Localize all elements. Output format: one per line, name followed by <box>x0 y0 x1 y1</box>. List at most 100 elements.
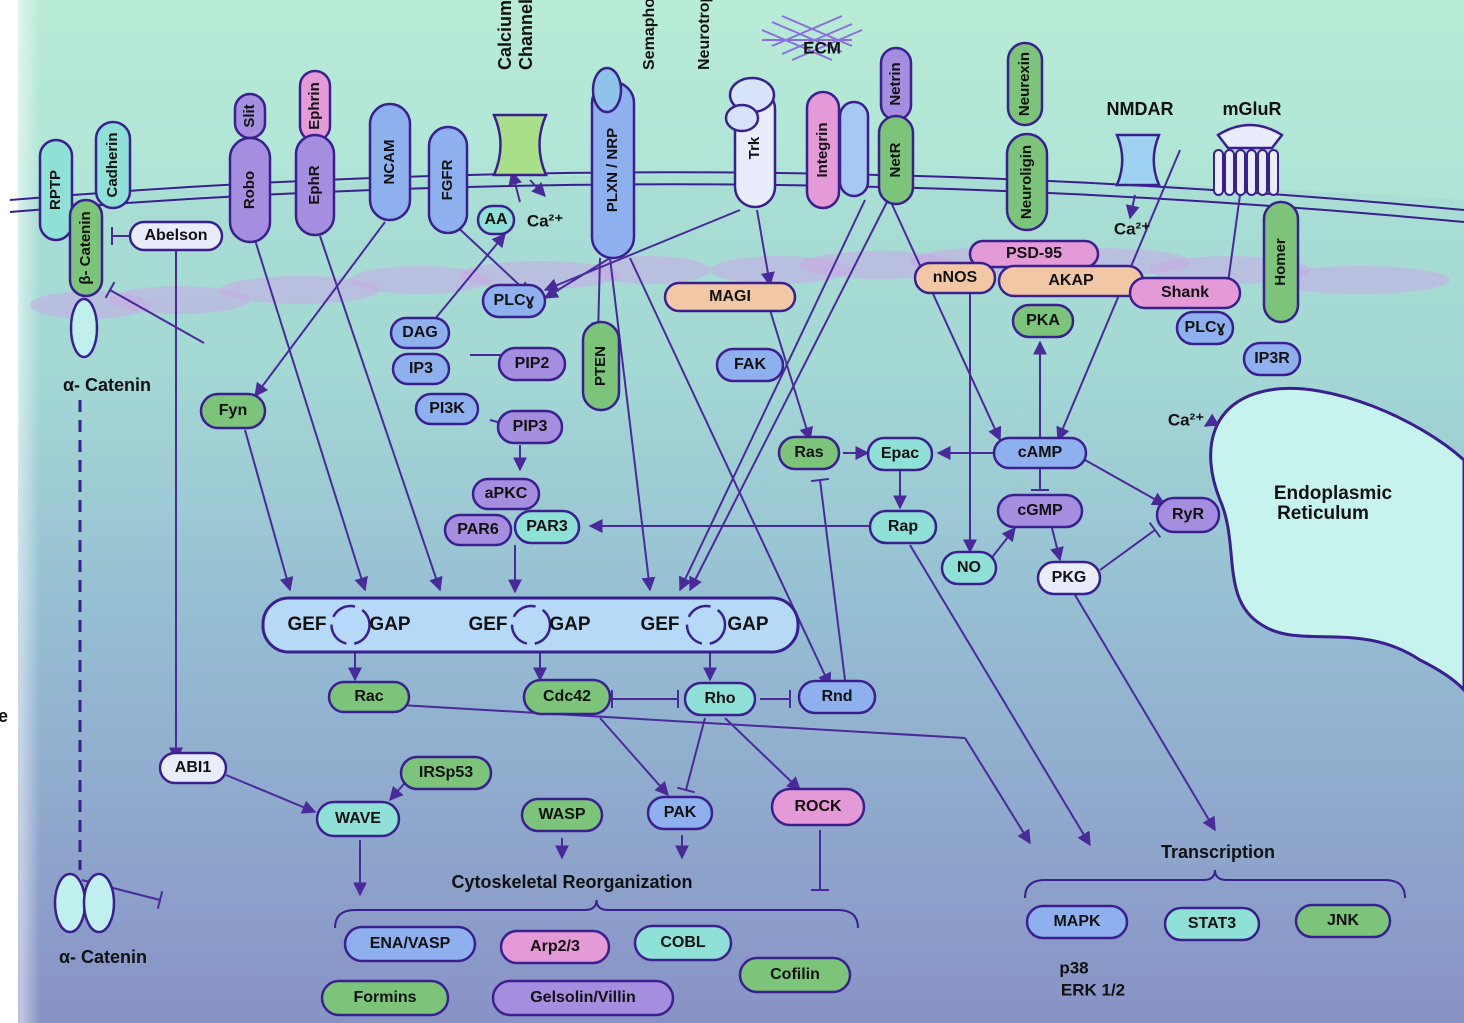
node-ncam: NCAM <box>368 102 412 222</box>
endoplasmic-reticulum <box>1209 387 1464 693</box>
calcium-channel-glyph <box>492 113 548 177</box>
node-shape <box>868 509 938 545</box>
pathway-edge <box>319 235 443 592</box>
node-camp: cAMP <box>992 436 1088 470</box>
node-label: PKG <box>1052 569 1087 586</box>
node-label: PI3K <box>429 400 465 417</box>
node-pip3: PIP3 <box>496 409 564 445</box>
node-label: NO <box>957 559 981 576</box>
node-cgmp: cGMP <box>996 493 1084 529</box>
node-shape <box>94 120 132 210</box>
node-irsp53: IRSp53 <box>399 755 493 791</box>
node-label: PLXN / NRP <box>604 128 621 212</box>
pathway-edge <box>599 717 669 797</box>
node-label: RPTP <box>47 170 64 210</box>
node-label: Shank <box>1161 284 1209 301</box>
node-shape <box>513 509 581 545</box>
node-label: Rnd <box>821 688 852 705</box>
node-rock: ROCK <box>770 787 866 827</box>
node-shape <box>683 681 757 717</box>
alpha-catenin-bottom-shape-1 <box>53 872 87 934</box>
node-label: Cdc42 <box>543 688 591 705</box>
node-shape <box>1175 310 1235 346</box>
node-shape <box>499 929 611 965</box>
label-edge-letter: e <box>0 706 8 726</box>
pathway-edge <box>609 257 656 592</box>
node-label: PAR6 <box>457 521 499 538</box>
node-label: PIP2 <box>515 355 550 372</box>
node-label: PAK <box>664 804 697 821</box>
node-shape <box>913 261 997 295</box>
node-pip2: PIP2 <box>497 346 567 382</box>
label-cytoskeletal: Cytoskeletal Reorganization <box>451 872 692 892</box>
node-fgfr: FGFR <box>427 125 469 235</box>
pathway-edge <box>254 239 368 592</box>
node-netr: NetR <box>877 114 915 206</box>
node-neurexin: Neurexin <box>1006 41 1044 127</box>
node-shape <box>481 283 547 319</box>
node-plcg2: PLCɣ <box>1175 310 1235 346</box>
plasma-membrane-inner <box>9 183 1464 223</box>
node-label: IP3R <box>1254 350 1290 367</box>
node-shape <box>797 679 877 715</box>
label-neurotrophin: Neurotrophin <box>696 0 713 70</box>
node-par3: PAR3 <box>513 509 581 545</box>
pathway-edge <box>1203 413 1220 427</box>
node-label: cGMP <box>1017 502 1063 519</box>
node-shape <box>294 133 336 237</box>
node-psd95: PSD-95 <box>968 239 1100 269</box>
label-p38: p38 <box>1059 958 1088 977</box>
inhibition-bar <box>1148 522 1162 538</box>
node-shape <box>940 550 998 586</box>
label-ecm: ECM <box>803 38 841 57</box>
node-label: ROCK <box>794 798 842 815</box>
node-label: Rac <box>354 688 383 705</box>
inhibition-bar <box>156 891 164 909</box>
pathway-edge <box>399 704 966 739</box>
alpha-catenin-top-shape <box>69 297 99 359</box>
node-shape <box>992 436 1088 470</box>
node-shape <box>491 979 675 1017</box>
node-label: Slit <box>241 104 258 127</box>
node-label: NCAM <box>381 140 398 185</box>
node-ip3r: IP3R <box>1242 341 1302 377</box>
node-pten: PTEN <box>581 320 621 412</box>
node-cdc42: Cdc42 <box>522 678 612 716</box>
label-transcription: Transcription <box>1161 842 1275 862</box>
node-label: EphR <box>306 165 323 204</box>
label-mglur: mGluR <box>1222 99 1281 119</box>
gef-gap-cycle-icon <box>510 604 552 646</box>
node-label: Neuroligin <box>1018 145 1035 219</box>
label-erk: ERK 1/2 <box>1061 980 1125 999</box>
node-dag: DAG <box>389 316 451 350</box>
node-netrin: Netrin <box>879 46 913 122</box>
node-rap: Rap <box>868 509 938 545</box>
node-shape <box>770 787 866 827</box>
node-label: Homer <box>1272 238 1289 286</box>
node-label: IP3 <box>409 360 433 377</box>
node-shape <box>476 204 516 236</box>
inhibition-bar <box>677 786 695 794</box>
node-shape <box>1036 560 1102 596</box>
node-label: JNK <box>1327 912 1359 929</box>
node-pkg: PKG <box>1036 560 1102 596</box>
node-cofilin: Cofilin <box>738 956 852 994</box>
pathway-edge <box>1050 527 1064 562</box>
node-pi3k: PI3K <box>414 392 480 426</box>
node-label: IRSp53 <box>419 764 473 781</box>
node-shape <box>777 435 841 471</box>
node-shape <box>414 392 480 426</box>
node-label: Rap <box>888 518 918 535</box>
inhibition-bar <box>810 477 830 483</box>
pathway-edge <box>724 717 802 791</box>
node-label: ABI1 <box>175 759 212 776</box>
node-par6: PAR6 <box>443 513 513 547</box>
node-label: WASP <box>538 806 585 823</box>
node-shape <box>391 352 451 386</box>
node-label: cAMP <box>1018 444 1063 461</box>
pathway-edge <box>989 526 1016 561</box>
node-plxn: PLXN / NRP <box>590 80 636 260</box>
node-label: PKA <box>1026 312 1060 329</box>
gef-gap-cycle-icon <box>685 604 727 646</box>
node-label: RyR <box>1172 506 1204 523</box>
